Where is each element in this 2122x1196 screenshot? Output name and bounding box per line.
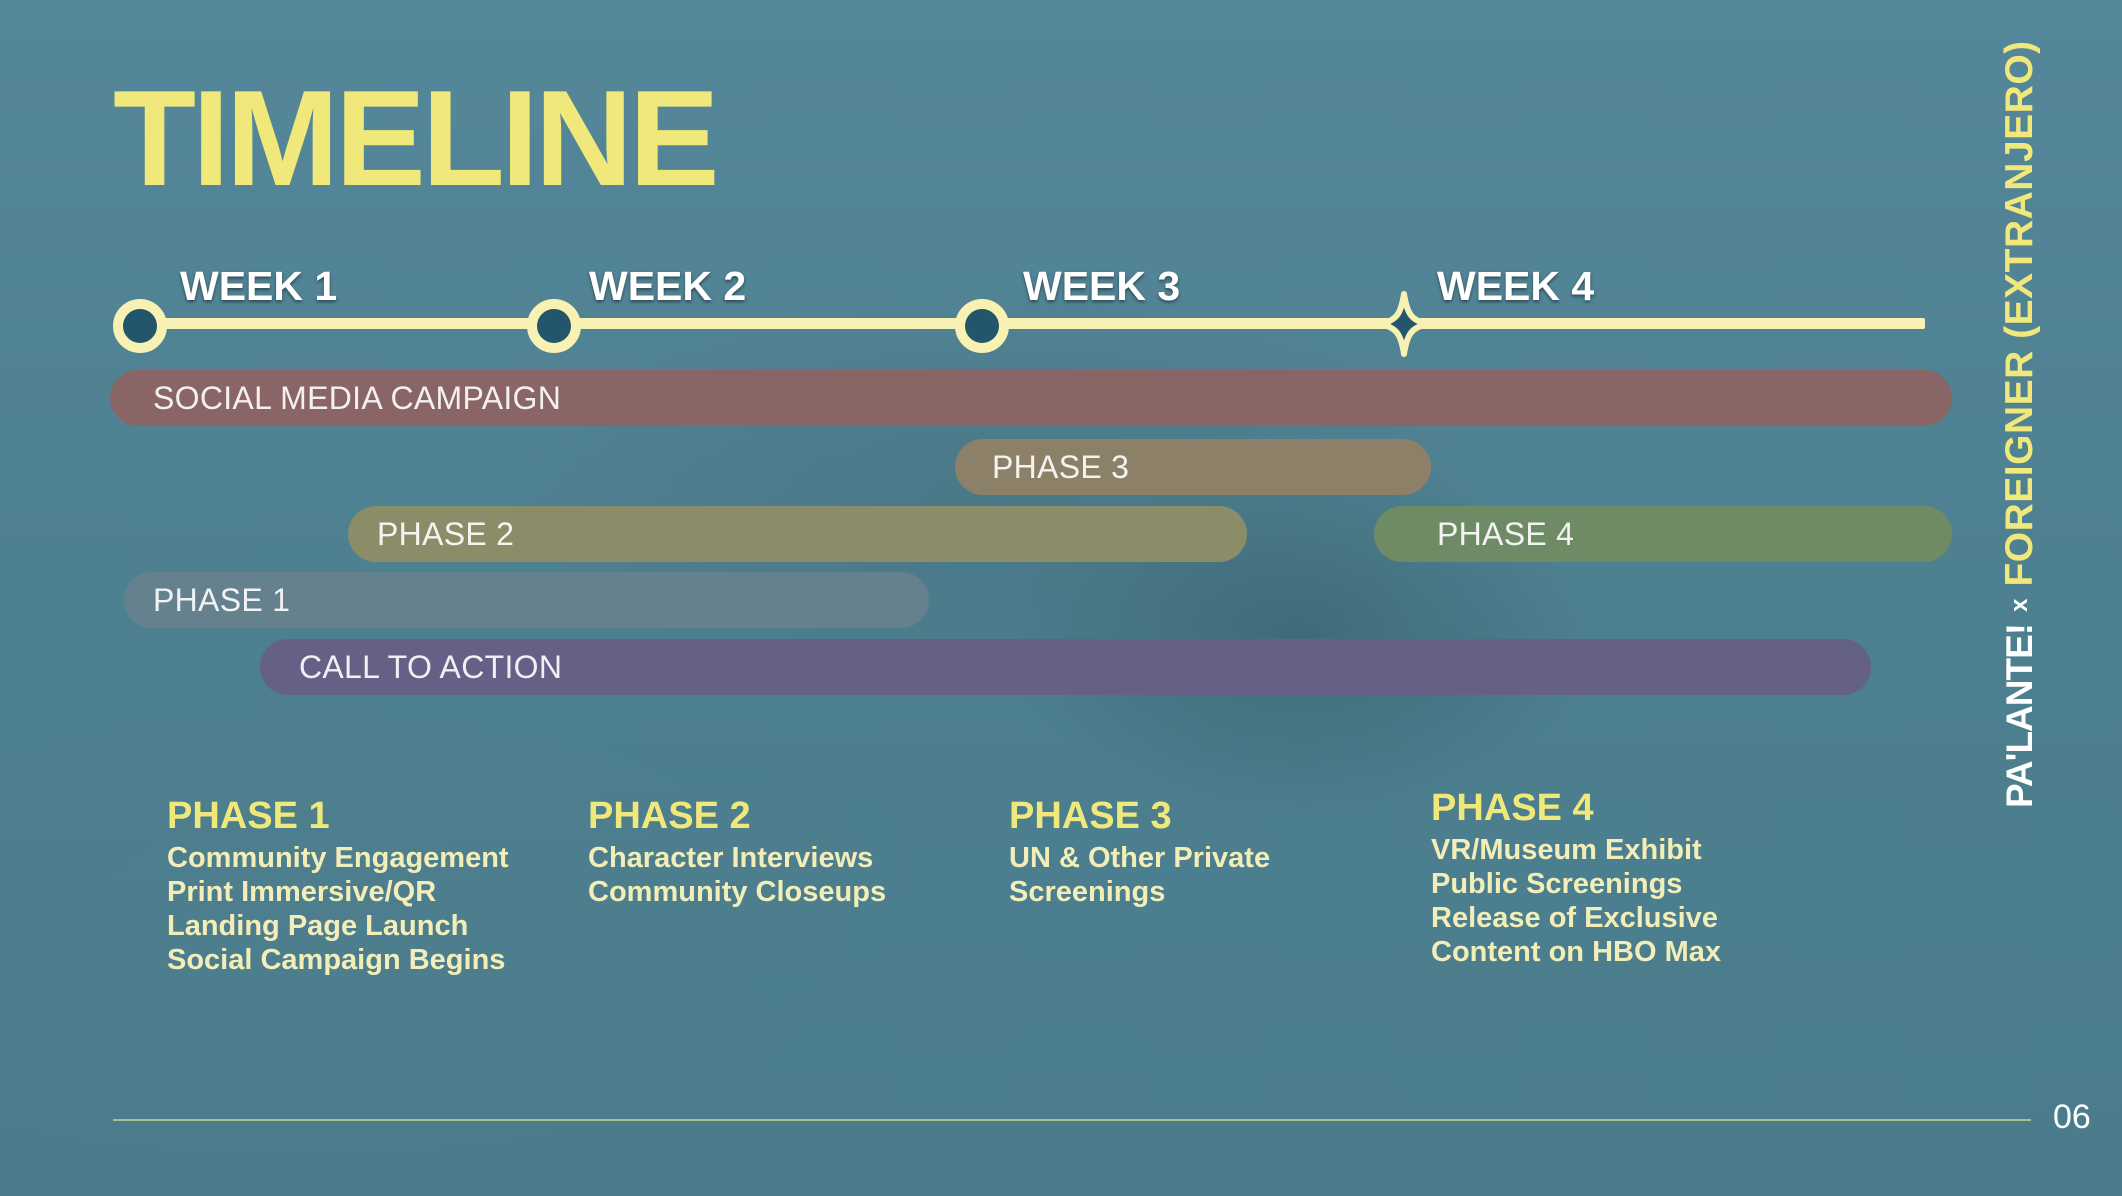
phase-2-bar: PHASE 2	[348, 506, 1247, 562]
phase-item: UN & Other Private	[1009, 842, 1271, 874]
bar-label: SOCIAL MEDIA CAMPAIGN	[153, 379, 562, 416]
bar-label: PHASE 4	[1437, 515, 1575, 552]
phase-3-bar: PHASE 3	[955, 439, 1431, 495]
phase-heading: PHASE 4	[1431, 787, 1594, 829]
call-to-action-bar: CALL TO ACTION	[260, 639, 1871, 695]
week-label-3: WEEK 3	[1023, 263, 1181, 309]
phase-item: Community Engagement	[167, 842, 509, 874]
bar-label: PHASE 1	[153, 581, 291, 618]
phase-item: Screenings	[1009, 876, 1166, 908]
phase-item: Print Immersive/QR	[167, 876, 437, 908]
brand-separator: x	[2005, 598, 2033, 612]
phase-item: Community Closeups	[588, 876, 887, 908]
week-label-4: WEEK 4	[1437, 263, 1595, 309]
footer-divider	[113, 1119, 2031, 1121]
phase-item: Landing Page Launch	[167, 910, 469, 942]
phase-2-description: PHASE 2 Character Interviews Community C…	[588, 797, 886, 909]
bar-label: PHASE 2	[377, 515, 515, 552]
phase-4-description: PHASE 4 VR/Museum Exhibit Public Screeni…	[1431, 789, 1721, 969]
week-4-star-icon	[1377, 291, 1431, 357]
page-title: TIMELINE	[113, 62, 720, 214]
phase-item: Content on HBO Max	[1431, 936, 1721, 968]
palante-logo: PA'LANTE!	[1999, 623, 2040, 808]
phase-item: Social Campaign Begins	[167, 944, 506, 976]
week-label-1: WEEK 1	[180, 263, 338, 309]
phase-1-description: PHASE 1 Community Engagement Print Immer…	[167, 797, 509, 977]
phase-4-bar: PHASE 4	[1374, 506, 1952, 562]
phase-item: VR/Museum Exhibit	[1431, 834, 1702, 866]
phase-heading: PHASE 1	[167, 795, 330, 837]
bar-label: PHASE 3	[992, 448, 1130, 485]
page-number: 06	[2053, 1098, 2091, 1136]
foreigner-title: FOREIGNER (EXTRANJERO)	[1998, 40, 2041, 587]
phase-heading: PHASE 2	[588, 795, 751, 837]
phase-heading: PHASE 3	[1009, 795, 1172, 837]
week-1-node-icon	[113, 299, 167, 353]
week-2-node-icon	[527, 299, 581, 353]
week-3-node-icon	[955, 299, 1009, 353]
phase-1-bar: PHASE 1	[124, 572, 929, 628]
phase-item: Public Screenings	[1431, 868, 1683, 900]
social-media-campaign-bar: SOCIAL MEDIA CAMPAIGN	[110, 370, 1952, 426]
week-label-2: WEEK 2	[589, 263, 747, 309]
phase-item: Character Interviews	[588, 842, 874, 874]
bar-label: CALL TO ACTION	[299, 648, 563, 685]
timeline-axis	[137, 318, 1925, 329]
phase-item: Release of Exclusive	[1431, 902, 1718, 934]
brand-vertical-logo: PA'LANTE! x FOREIGNER (EXTRANJERO)	[1998, 40, 2041, 808]
phase-3-description: PHASE 3 UN & Other Private Screenings	[1009, 797, 1270, 909]
